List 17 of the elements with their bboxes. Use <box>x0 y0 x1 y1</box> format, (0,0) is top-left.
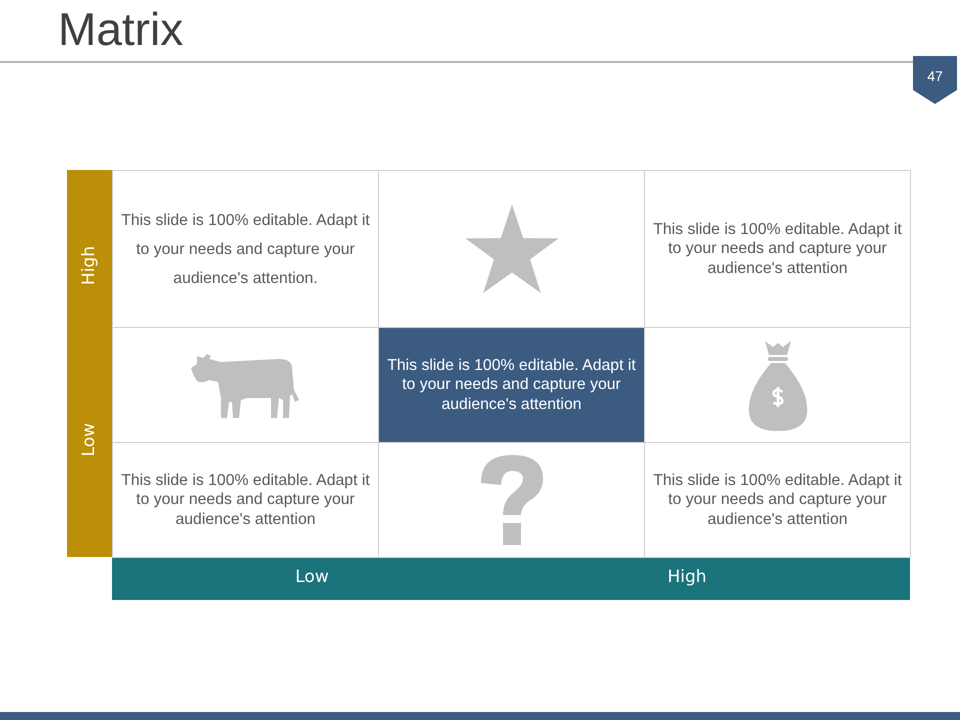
axis-label: High <box>667 567 707 587</box>
cell-text: This slide is 100% editable. Adapt it to your needs and capture your audience's attention <box>652 470 903 530</box>
matrix-cell <box>644 442 911 558</box>
axis-label: Low <box>295 567 329 587</box>
cell-text: This slide is 100% editable. Adapt it to your needs and capture your audience's attention <box>120 470 371 530</box>
page-title: Matrix <box>58 2 184 56</box>
cell-text: This slide is 100% editable. Adapt it to your needs and capture your audience's attention <box>652 220 903 278</box>
vertical-axis-band <box>67 170 112 557</box>
axis-label: High <box>79 246 99 286</box>
matrix-cell <box>378 327 645 443</box>
cell-text: This slide is 100% editable. Adapt it to your needs and capture your audience's attention <box>386 356 637 414</box>
cell-text: This slide is 100% editable. Adapt it to your needs and capture your audience's attention. <box>120 210 371 288</box>
matrix-cell <box>644 170 911 328</box>
matrix-cell <box>112 170 379 328</box>
horizontal-axis-band <box>112 558 910 600</box>
axis-label: Low <box>79 423 99 457</box>
page-number-badge: 47 <box>913 56 957 104</box>
